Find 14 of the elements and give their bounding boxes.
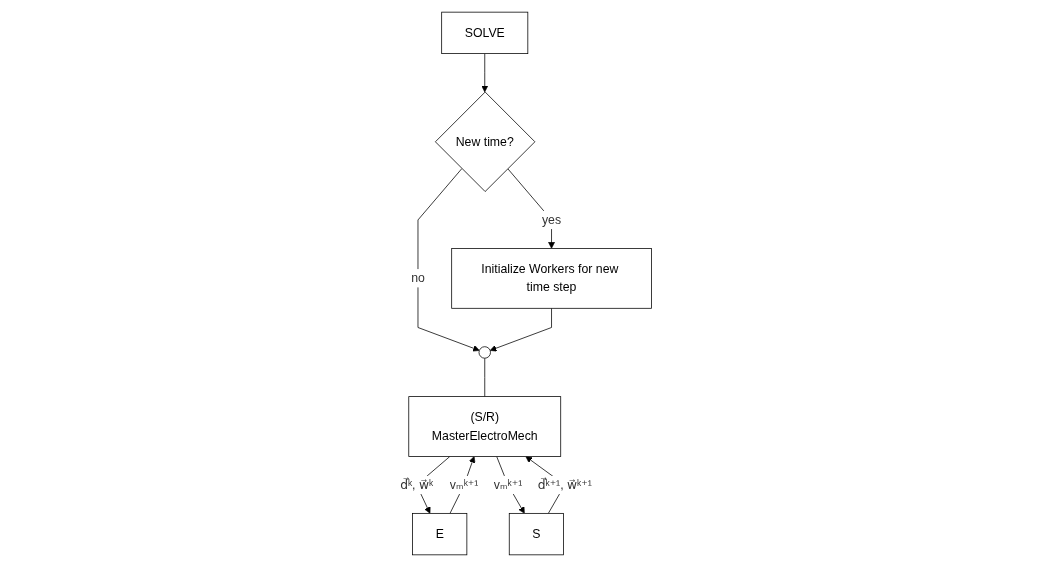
node-box: E bbox=[411, 512, 467, 556]
node-box: S bbox=[508, 512, 564, 556]
edge-label: vₘᵏ⁺¹ bbox=[493, 478, 523, 492]
node-box: SOLVE bbox=[441, 11, 528, 54]
edge-label: no bbox=[410, 271, 425, 285]
edge-label: yes bbox=[541, 213, 561, 227]
node-box: Initialize Workers for new time step bbox=[451, 248, 652, 309]
node-circle bbox=[478, 346, 491, 359]
node-box: (S/R) MasterElectroMech bbox=[408, 396, 561, 457]
edge-label: d⃗ᵏ⁺¹, w⃗ᵏ⁺¹ bbox=[537, 478, 592, 492]
edge-label: vₘᵏ⁺¹ bbox=[449, 478, 479, 492]
node-diamond: New time? bbox=[434, 91, 535, 192]
connector bbox=[484, 357, 485, 397]
edge-label: d⃗ᵏ, w⃗ᵏ bbox=[399, 478, 433, 492]
